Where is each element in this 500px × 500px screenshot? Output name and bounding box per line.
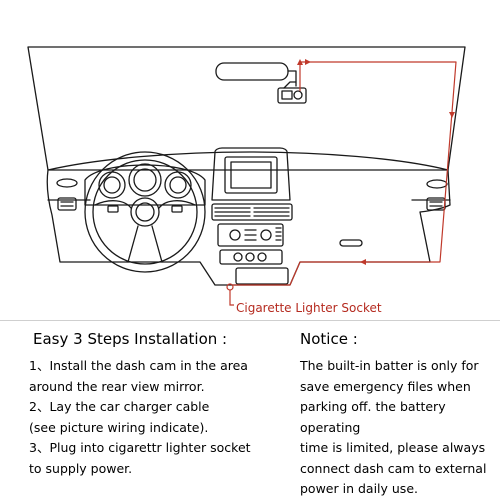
instrument-cluster: [84, 163, 206, 206]
cable-arrow: [305, 59, 311, 65]
step-3-number: 3、: [29, 440, 50, 455]
notice-line-2: save emergency files when: [300, 378, 471, 394]
step-2: 2、Lay the car charger cable (see picture…: [29, 397, 289, 438]
step-1: 1、Install the dash cam in the area aroun…: [29, 356, 289, 397]
notice-line-3: parking off. the battery operating: [300, 399, 446, 435]
dash-cam-device: [277, 81, 307, 104]
installation-section: Easy 3 Steps Installation : 1、Install th…: [29, 330, 289, 479]
notice-line-4: time is limited, please always: [300, 440, 486, 455]
right-speaker: [426, 179, 448, 189]
left-vent: [57, 197, 77, 211]
charger-cable-route: [233, 61, 457, 286]
cable-arrow: [449, 112, 455, 118]
step-1-text: Install the dash cam in the area: [49, 358, 248, 373]
dashcam-wiring-diagram: [27, 46, 466, 306]
step-2-line-1: 2、Lay the car charger cable: [29, 397, 289, 418]
divider: [0, 320, 500, 321]
step-3-line-1: 3、Plug into cigarettr lighter socket: [29, 438, 289, 459]
glovebox-handle: [339, 239, 363, 247]
step-3-line-2: to supply power.: [29, 460, 133, 476]
step-1-number: 1、: [29, 358, 50, 373]
step-2-line-2: (see picture wiring indicate).: [29, 419, 209, 435]
step-3: 3、Plug into cigarettr lighter socket to …: [29, 438, 289, 479]
cable-arrow: [360, 259, 366, 265]
installation-heading: Easy 3 Steps Installation :: [33, 330, 228, 348]
left-speaker: [56, 178, 78, 188]
notice-line-1: The built-in batter is only for: [300, 358, 479, 373]
infotainment-screen: [224, 156, 278, 194]
cable-direction-arrows: [297, 59, 455, 265]
center-console: [211, 147, 293, 285]
notice-line-5: connect dash cam to external: [300, 460, 487, 476]
step-2-number: 2、: [29, 399, 50, 414]
notice-heading: Notice :: [300, 330, 358, 348]
dashboard-outline: [46, 151, 451, 286]
step-1-line-1: 1、Install the dash cam in the area: [29, 356, 289, 377]
center-vent: [211, 203, 293, 221]
steering-wheel: [84, 151, 206, 273]
socket-label: Cigarette Lighter Socket: [236, 301, 382, 315]
notice-section: Notice : The built-in batter is only for…: [300, 330, 496, 500]
cable-arrow: [297, 59, 303, 65]
rear-view-mirror: [215, 62, 289, 81]
step-3-text: Plug into cigarettr lighter socket: [49, 440, 251, 455]
step-2-text: Lay the car charger cable: [49, 399, 210, 414]
step-1-line-2: around the rear view mirror.: [29, 378, 205, 394]
notice-line-6: power in daily use.: [300, 481, 418, 496]
